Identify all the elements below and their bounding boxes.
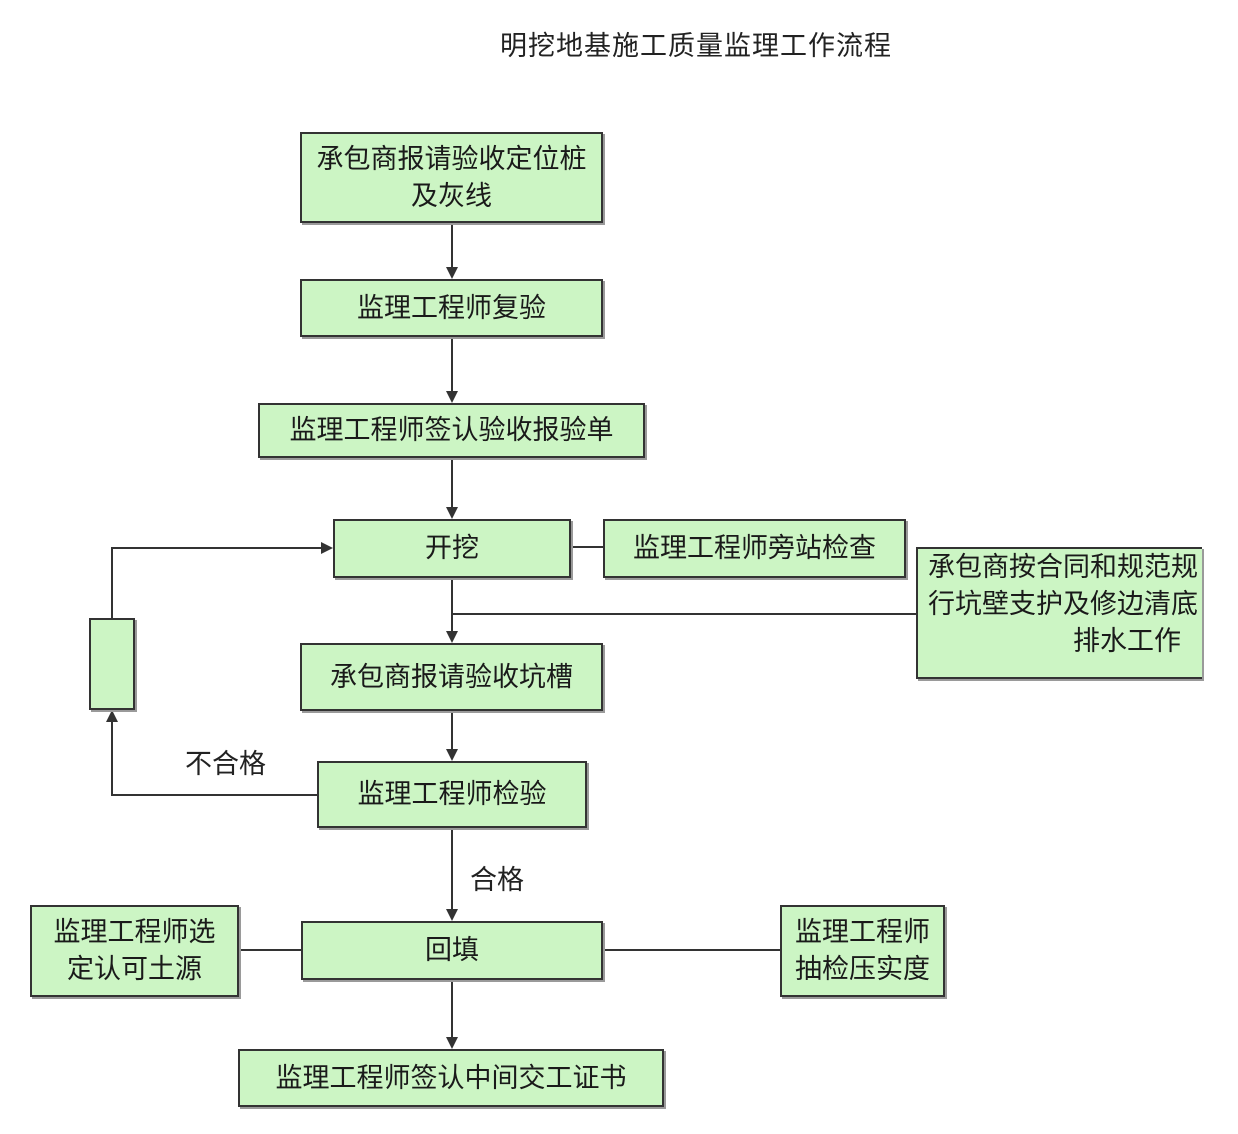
step-text: 监理工程师检验 xyxy=(357,779,547,810)
page-title: 明挖地基施工质量监理工作流程 xyxy=(500,31,892,62)
arrow-improve-to-n4 xyxy=(111,542,333,618)
step-engineer-onsite-supervision: 监理工程师旁站检查 xyxy=(603,519,906,578)
step-text-line: 及灰线 xyxy=(411,180,492,212)
step-text: 监理工程师旁站检查 xyxy=(633,533,876,564)
step-text-line: 监理工程师选 xyxy=(53,917,216,948)
step-sign-inspection-form: 监理工程师签认验收报验单 xyxy=(258,403,645,458)
step-text-line: 抽检压实度 xyxy=(795,954,930,985)
step-text: 监理工程师签认中间交工证书 xyxy=(275,1062,627,1094)
step-improve xyxy=(89,618,135,710)
step-text-line: 承包商按合同和规范规 xyxy=(928,552,1198,583)
step-text: 承包商报请验收坑槽 xyxy=(330,661,573,693)
step-backfill: 回填 xyxy=(301,921,603,980)
step-text-line: 承包商报请验收定位桩 xyxy=(316,143,587,175)
step-text-line: 定认可土源 xyxy=(67,954,202,985)
step-contractor-support-work: 承包商按合同和规范规 行坑壁支护及修边清底 排水工作 xyxy=(916,547,1202,679)
step-excavation: 开挖 xyxy=(333,519,571,578)
step-text: 开挖 xyxy=(425,533,479,564)
step-select-soil-source: 监理工程师选 定认可土源 xyxy=(30,905,239,997)
edge-label-fail: 不合格 xyxy=(185,749,266,780)
step-sign-interim-certificate: 监理工程师签认中间交工证书 xyxy=(238,1049,664,1107)
arrow-fail-to-improve xyxy=(106,710,317,796)
step-text: 回填 xyxy=(425,935,479,966)
step-engineer-inspection: 监理工程师检验 xyxy=(317,761,587,828)
step-text: 监理工程师签认验收报验单 xyxy=(289,415,614,446)
step-trench-inspection-request: 承包商报请验收坑槽 xyxy=(300,643,603,711)
step-text: 监理工程师复验 xyxy=(357,292,546,324)
step-compaction-spot-check: 监理工程师 抽检压实度 xyxy=(780,905,945,997)
step-text-line: 排水工作 xyxy=(1073,626,1181,657)
step-text-line: 监理工程师 xyxy=(795,917,930,948)
step-text-line: 行坑壁支护及修边清底 xyxy=(928,589,1198,620)
step-engineer-recheck: 监理工程师复验 xyxy=(300,279,603,337)
step-stake-inspection-request: 承包商报请验收定位桩 及灰线 xyxy=(300,132,603,223)
edge-label-pass: 合格 xyxy=(470,865,524,896)
